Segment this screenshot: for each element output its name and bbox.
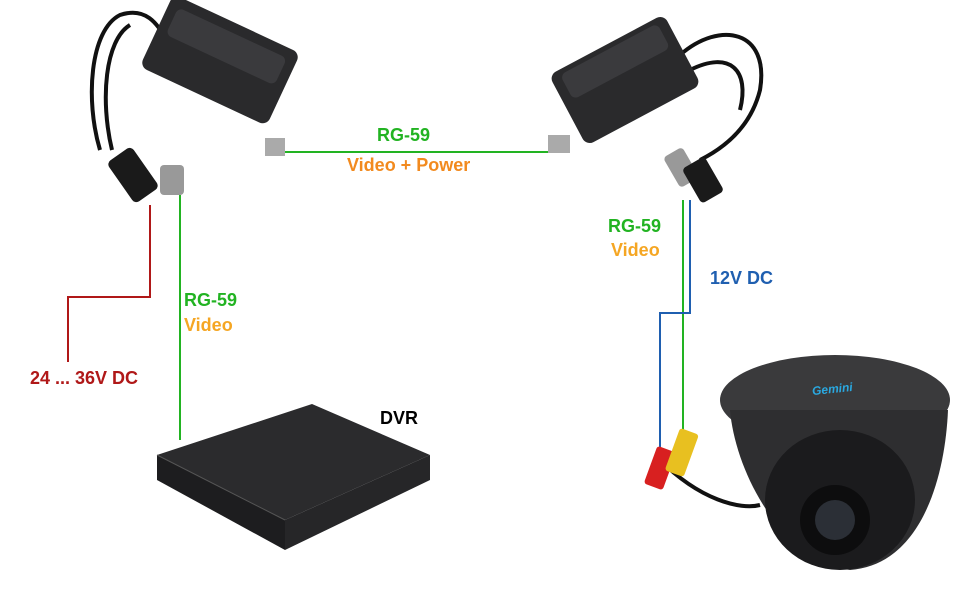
power-out-wire <box>659 200 691 452</box>
top-signal-label: Video + Power <box>347 155 471 175</box>
dvr-label: DVR <box>380 408 419 428</box>
left-signal-label: Video <box>184 315 233 335</box>
right-cable-label: RG-59 <box>608 216 662 236</box>
right-poc-adapter <box>548 16 764 203</box>
power-in-wire <box>67 205 151 362</box>
right-signal-label: Video <box>611 240 660 260</box>
dome-camera <box>644 355 950 570</box>
left-cable-label: RG-59 <box>184 290 238 310</box>
left-poc-adapter <box>89 0 298 203</box>
power-out-label: 12V DC <box>710 268 774 288</box>
dvr-device <box>156 404 430 550</box>
top-cable-label: RG-59 <box>377 125 431 145</box>
power-in-label: 24 ... 36V DC <box>30 368 139 388</box>
